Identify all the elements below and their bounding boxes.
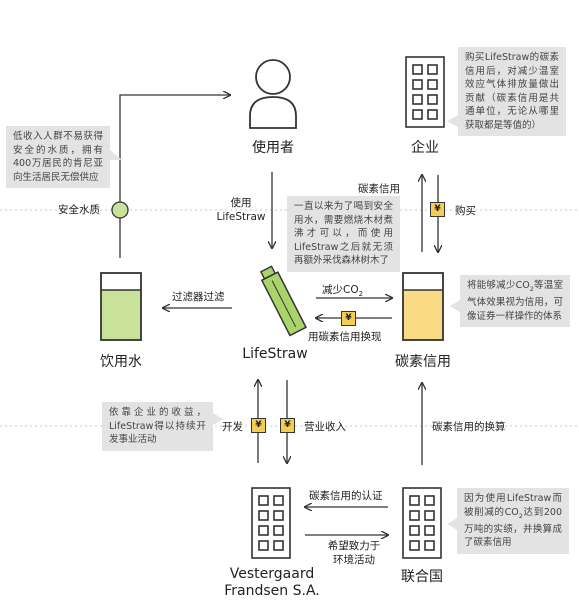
un-note-subscript: 2: [518, 511, 523, 520]
co2-note-pre: 将能够减少CO: [467, 280, 530, 291]
drinking-water-label: 饮用水: [100, 354, 142, 370]
safe-water-node: [111, 201, 129, 219]
low-income-note-text: 低收入人群不易获得安全的水质，拥有400万居民的肯尼亚向生活居民无偿供应: [13, 131, 103, 183]
un-label: 联合国: [401, 569, 443, 585]
carbon-credit-label: 碳素信用: [395, 354, 451, 370]
use-lifestraw-label: 使用 LifeStraw: [214, 196, 268, 224]
un-note-pre: 因为使用LifeStraw而被削减的CO: [464, 493, 562, 518]
company-note-text: 购买LifeStraw的碳素信用后，对减少温室效应气体排放量做出贡献（碳素信用是…: [465, 52, 559, 131]
hope-label-line2: 环境活动: [333, 554, 375, 566]
company-label: 企业: [411, 140, 439, 156]
un-note-post: 达到200万吨的实绩，并换算成了碳素信用: [464, 506, 562, 549]
co2-note-subscript: 2: [529, 284, 534, 293]
boil-note-text: 一直以来为了喝到安全用水，需要燃烧木材煮沸才可以，而使用LifeStraw之后就…: [294, 201, 393, 266]
co2-note-pointer: [450, 300, 460, 312]
reduce-co2-text: 减少CO: [322, 284, 359, 296]
use-lifestraw-label-line1: 使用: [230, 197, 252, 209]
vestergaard-building-icon: [251, 487, 291, 559]
company-building-icon: [405, 56, 445, 128]
co2-note: 将能够减少CO2等温室气体效果视为信用，可像证券一样操作的体系: [460, 275, 570, 328]
vestergaard-label-line1: Vestergaard: [229, 566, 315, 582]
safe-water-label: 安全水质: [58, 204, 100, 216]
yen-purchase-icon: ¥: [430, 202, 445, 217]
low-income-note-pointer: [110, 150, 122, 160]
un-note: 因为使用LifeStraw而被削减的CO2达到200万吨的实绩，并换算成了碳素信…: [457, 488, 569, 554]
hope-label-line1: 希望致力于: [327, 540, 381, 552]
hope-label: 希望致力于 环境活动: [322, 539, 386, 567]
lifestraw-icon: [259, 265, 308, 337]
credit-exchange-label: 用碳素信用换现: [308, 331, 382, 343]
carbon-credit-edge-label: 碳素信用: [358, 183, 400, 195]
safe-water-arrow: [119, 95, 230, 258]
lifestraw-label: LifeStraw: [242, 346, 308, 362]
revenue-note: 依靠企业的收益，LifeStraw得以持续开发事业活动: [102, 402, 213, 451]
vestergaard-label: Vestergaard Frandsen S.A.: [214, 566, 330, 600]
yen-exchange-icon: ¥: [341, 311, 356, 326]
filter-label: 过滤器过滤: [172, 291, 225, 303]
boil-note: 一直以来为了喝到安全用水，需要燃烧木材煮沸才可以，而使用LifeStraw之后就…: [287, 196, 400, 272]
un-building-icon: [402, 487, 442, 559]
use-lifestraw-label-line2: LifeStraw: [216, 211, 266, 223]
credit-certification-label: 碳素信用的认证: [309, 490, 383, 502]
reduce-co2-label: 减少CO2: [322, 283, 363, 301]
un-note-text: 因为使用LifeStraw而被削减的CO2达到200万吨的实绩，并换算成了碳素信…: [464, 492, 562, 550]
user-label: 使用者: [252, 140, 294, 156]
drinking-water-glass-icon: [100, 272, 142, 341]
yen-develop-icon: ¥: [251, 418, 266, 433]
co2-note-text: 将能够减少CO2等温室气体效果视为信用，可像证券一样操作的体系: [467, 279, 563, 323]
yen-revenue-icon: ¥: [280, 418, 295, 433]
develop-label: 开发: [222, 421, 243, 433]
company-note: 购买LifeStraw的碳素信用后，对减少温室效应气体排放量做出贡献（碳素信用是…: [458, 47, 566, 136]
un-note-pointer: [447, 518, 457, 530]
carbon-credit-glass-icon: [402, 272, 444, 341]
company-note-pointer: [447, 115, 458, 127]
revenue-note-pointer: [213, 413, 223, 425]
vestergaard-label-line2: Frandsen S.A.: [224, 583, 320, 599]
revenue-note-text: 依靠企业的收益，LifeStraw得以持续开发事业活动: [109, 407, 206, 445]
low-income-note: 低收入人群不易获得安全的水质，拥有400万居民的肯尼亚向生活居民无偿供应: [6, 126, 110, 188]
user-person-icon: [249, 59, 297, 129]
credit-conversion-label: 碳素信用的换算: [432, 421, 506, 433]
purchase-label: 购买: [455, 205, 476, 217]
revenue-label: 营业收入: [304, 421, 346, 433]
co2-note-post: 等温室气体效果视为信用，可像证券一样操作的体系: [467, 280, 563, 322]
reduce-co2-subscript: 2: [358, 290, 364, 299]
